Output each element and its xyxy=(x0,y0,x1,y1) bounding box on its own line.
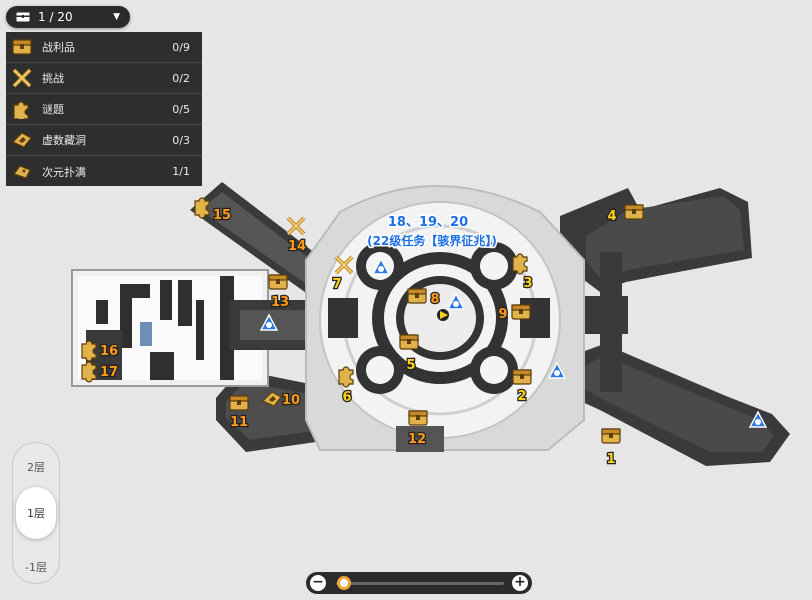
map-marker-puzzle[interactable]: 15 xyxy=(194,197,232,224)
map-marker-chest[interactable]: 11 xyxy=(229,395,249,431)
map-marker-puzzle[interactable]: 3 xyxy=(512,253,534,292)
marker-number: 3 xyxy=(523,276,532,291)
collectible-counter[interactable]: 1 / 20 ▼ xyxy=(6,6,130,28)
chest-icon xyxy=(601,428,621,444)
puzzle-icon xyxy=(13,101,29,119)
legend-row-puzzle[interactable]: 谜题 0/5 xyxy=(6,94,202,125)
map-marker-swords[interactable]: 7 xyxy=(331,255,354,293)
legend-count: 0/3 xyxy=(172,133,190,147)
legend-row-loot[interactable]: 战利品 0/9 xyxy=(6,32,202,63)
zoom-out-button[interactable]: − xyxy=(310,575,326,591)
marker-number: 13 xyxy=(271,295,289,310)
map-marker-chest[interactable]: 8 xyxy=(407,288,441,308)
piggy-icon xyxy=(13,164,31,179)
chest-icon xyxy=(511,304,531,320)
marker-number: 4 xyxy=(607,209,616,224)
map-marker-chest[interactable]: 9 xyxy=(497,304,531,323)
chest-icon xyxy=(16,12,30,22)
quest-label-line1: 18、19、20 xyxy=(388,215,468,230)
rift-icon xyxy=(12,132,32,148)
legend-label: 谜题 xyxy=(42,103,64,116)
legend-count: 0/5 xyxy=(172,102,190,116)
legend-label: 次元扑满 xyxy=(42,165,86,179)
marker-number: 12 xyxy=(408,432,426,447)
collectible-legend: 战利品 0/9 挑战 0/2 谜题 0/5 虚数藏洞 0/3 次元扑满 1/1 xyxy=(6,32,202,186)
legend-row-challenge[interactable]: 挑战 0/2 xyxy=(6,63,202,94)
floor-b1-button[interactable]: -1层 xyxy=(25,561,47,574)
map-marker-puzzle[interactable]: 16 xyxy=(81,340,119,362)
map-marker-chest[interactable]: 4 xyxy=(606,204,644,225)
marker-number: 6 xyxy=(342,390,351,405)
marker-number: 9 xyxy=(498,307,507,322)
marker-number: 15 xyxy=(213,208,231,223)
legend-count: 1/1 xyxy=(172,165,190,178)
counter-text: 1 / 20 xyxy=(38,10,73,24)
chest-icon xyxy=(399,334,419,350)
marker-number: 16 xyxy=(100,344,118,359)
marker-number: 8 xyxy=(430,292,439,307)
floor-selector: 2层 1层 -1层 xyxy=(12,442,60,584)
chest-icon xyxy=(408,410,428,426)
marker-number: 5 xyxy=(406,358,415,373)
zoom-slider-handle[interactable] xyxy=(337,576,352,590)
legend-label: 挑战 xyxy=(42,72,64,85)
map-marker-chest[interactable]: 13 xyxy=(268,274,290,311)
map-marker-puzzle[interactable]: 6 xyxy=(338,366,354,406)
chest-icon xyxy=(512,369,532,385)
map-marker-chest[interactable]: 2 xyxy=(512,369,532,405)
chest-icon xyxy=(12,39,32,55)
chest-icon xyxy=(229,395,249,411)
marker-number: 10 xyxy=(282,393,300,408)
zoom-control: − + xyxy=(306,572,532,594)
zoom-track[interactable] xyxy=(336,582,504,585)
legend-label: 战利品 xyxy=(42,41,75,54)
chest-icon xyxy=(407,288,427,304)
quest-label-line2: (22级任务【骇界征兆】) xyxy=(367,233,497,248)
marker-number: 14 xyxy=(288,239,306,254)
marker-number: 17 xyxy=(100,365,118,380)
legend-label: 虚数藏洞 xyxy=(42,134,86,147)
caret-down-icon: ▼ xyxy=(113,12,120,22)
marker-number: 7 xyxy=(332,277,341,292)
chest-icon xyxy=(624,204,644,220)
chest-icon xyxy=(268,274,288,290)
map-marker-chest[interactable]: 12 xyxy=(407,410,428,448)
map-marker-puzzle[interactable]: 17 xyxy=(81,361,119,383)
swords-icon xyxy=(12,68,32,88)
legend-row-piggy[interactable]: 次元扑满 1/1 xyxy=(6,156,202,187)
marker-number: 2 xyxy=(517,389,526,404)
legend-count: 0/2 xyxy=(172,71,190,85)
floor-2-button[interactable]: 2层 xyxy=(27,461,45,474)
marker-number: 1 xyxy=(606,452,615,467)
map-marker-chest[interactable]: 5 xyxy=(399,334,419,374)
legend-row-rift[interactable]: 虚数藏洞 0/3 xyxy=(6,125,202,156)
map-marker-swords[interactable]: 14 xyxy=(286,216,307,255)
map-marker-rift[interactable]: 10 xyxy=(262,391,301,409)
legend-count: 0/9 xyxy=(172,40,190,54)
map-marker-chest[interactable]: 1 xyxy=(601,428,621,468)
zoom-in-button[interactable]: + xyxy=(512,575,528,591)
marker-number: 11 xyxy=(230,415,248,430)
floor-1-button[interactable]: 1层 xyxy=(16,487,56,539)
